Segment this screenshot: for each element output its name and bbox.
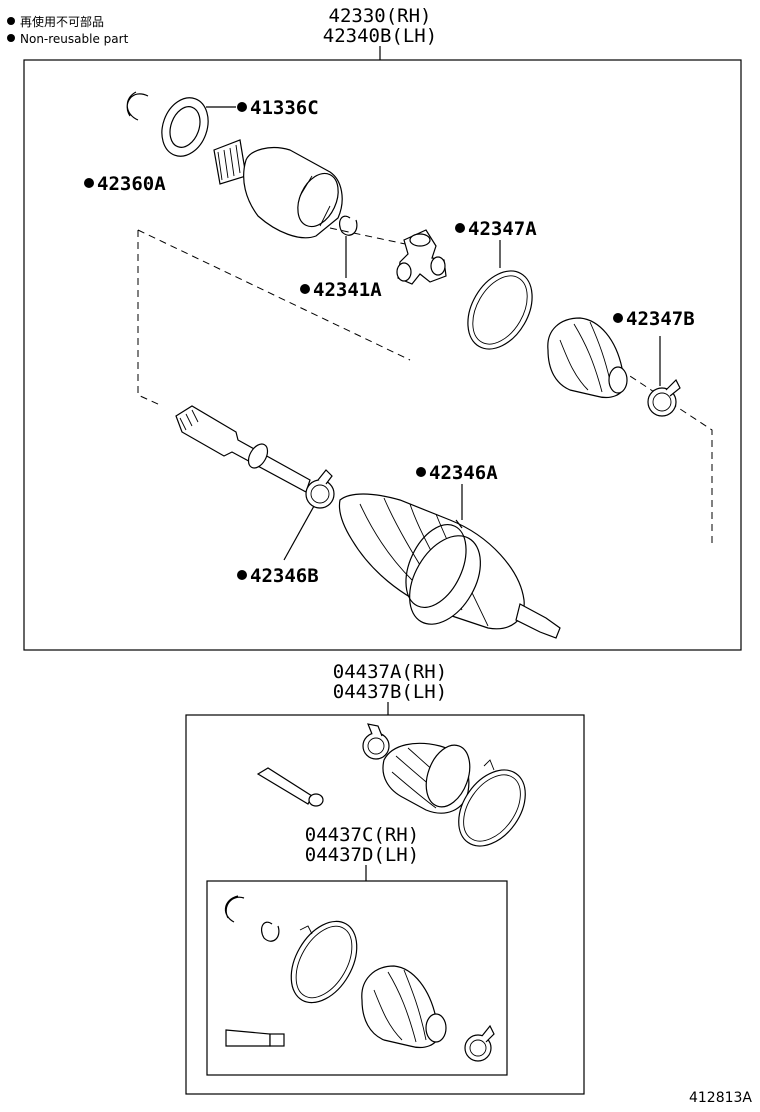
label-42347b[interactable]: 42347B (613, 308, 695, 386)
boot-kit-inner-frame (206, 880, 508, 1076)
legend-english: Non-reusable part (20, 32, 129, 46)
figure-reference: 412813A (689, 1090, 752, 1106)
boot-kit-outer-frame (185, 714, 585, 1095)
inboard-boot[interactable] (547, 317, 628, 399)
main-assembly-label[interactable]: 42330(RH) 42340B(LH) (323, 5, 437, 60)
kit-outer-clip[interactable] (362, 723, 390, 760)
circlip-42341a[interactable] (338, 215, 358, 236)
svg-text:42341A: 42341A (313, 279, 382, 301)
boot-kit-inner-code-lh: 04437D(LH) (305, 844, 419, 866)
kit-outer-boot[interactable] (382, 739, 478, 814)
outboard-boot[interactable] (338, 493, 561, 639)
label-41336c[interactable]: 41336C (206, 97, 319, 119)
clamp-clip-42346b[interactable] (305, 469, 335, 509)
boot-kit-inner-label[interactable]: 04437C(RH) 04437D(LH) (305, 824, 419, 881)
label-42346a[interactable]: 42346A (416, 462, 498, 520)
drive-shaft[interactable] (175, 405, 311, 493)
boot-kit-code-rh: 04437A(RH) (333, 661, 447, 683)
inboard-joint-housing[interactable] (213, 139, 346, 239)
legend: 再使用不可部品 Non-reusable part (7, 14, 129, 46)
assembly-guide-lines (137, 227, 713, 548)
svg-text:42346A: 42346A (429, 462, 498, 484)
kit-inner-grease-tube[interactable] (225, 1029, 285, 1047)
main-assembly-frame (23, 59, 742, 651)
kit-inner-boot[interactable] (361, 965, 447, 1049)
svg-text:41336C: 41336C (250, 97, 319, 119)
legend-japanese: 再使用不可部品 (20, 14, 104, 29)
kit-outer-band[interactable] (445, 758, 539, 859)
legend-bullet-icon (7, 34, 15, 42)
label-42346b[interactable]: 42346B (237, 505, 319, 587)
boot-kit-outer-label[interactable]: 04437A(RH) 04437B(LH) (333, 661, 447, 715)
kit-inner-clip[interactable] (464, 1024, 495, 1062)
label-42360a[interactable]: 42360A (84, 173, 166, 195)
kit-inner-band[interactable] (278, 910, 370, 1014)
label-42341a[interactable]: 42341A (300, 236, 382, 301)
tripod-joint[interactable] (396, 229, 447, 285)
assembly-code-rh[interactable]: 42330(RH) (329, 5, 432, 27)
kit-outer-grease-tube[interactable] (256, 767, 324, 807)
snap-ring-42360a[interactable] (126, 91, 149, 121)
svg-text:42346B: 42346B (250, 565, 319, 587)
svg-text:42360A: 42360A (97, 173, 166, 195)
svg-text:42347A: 42347A (468, 218, 537, 240)
kit-inner-circlip[interactable] (260, 921, 280, 942)
legend-bullet-icon (7, 17, 15, 25)
boot-kit-inner-code-rh: 04437C(RH) (305, 824, 419, 846)
clamp-band-42346a[interactable] (394, 515, 478, 617)
clamp-band-42347a[interactable] (455, 260, 545, 361)
seal-41336c[interactable] (154, 91, 216, 162)
boot-kit-code-lh: 04437B(LH) (333, 681, 447, 703)
clamp-clip-42347b[interactable] (647, 378, 681, 417)
svg-text:42347B: 42347B (626, 308, 695, 330)
kit-inner-snap-ring[interactable] (224, 895, 245, 923)
assembly-code-lh[interactable]: 42340B(LH) (323, 25, 437, 47)
label-42347a[interactable]: 42347A (455, 218, 537, 268)
